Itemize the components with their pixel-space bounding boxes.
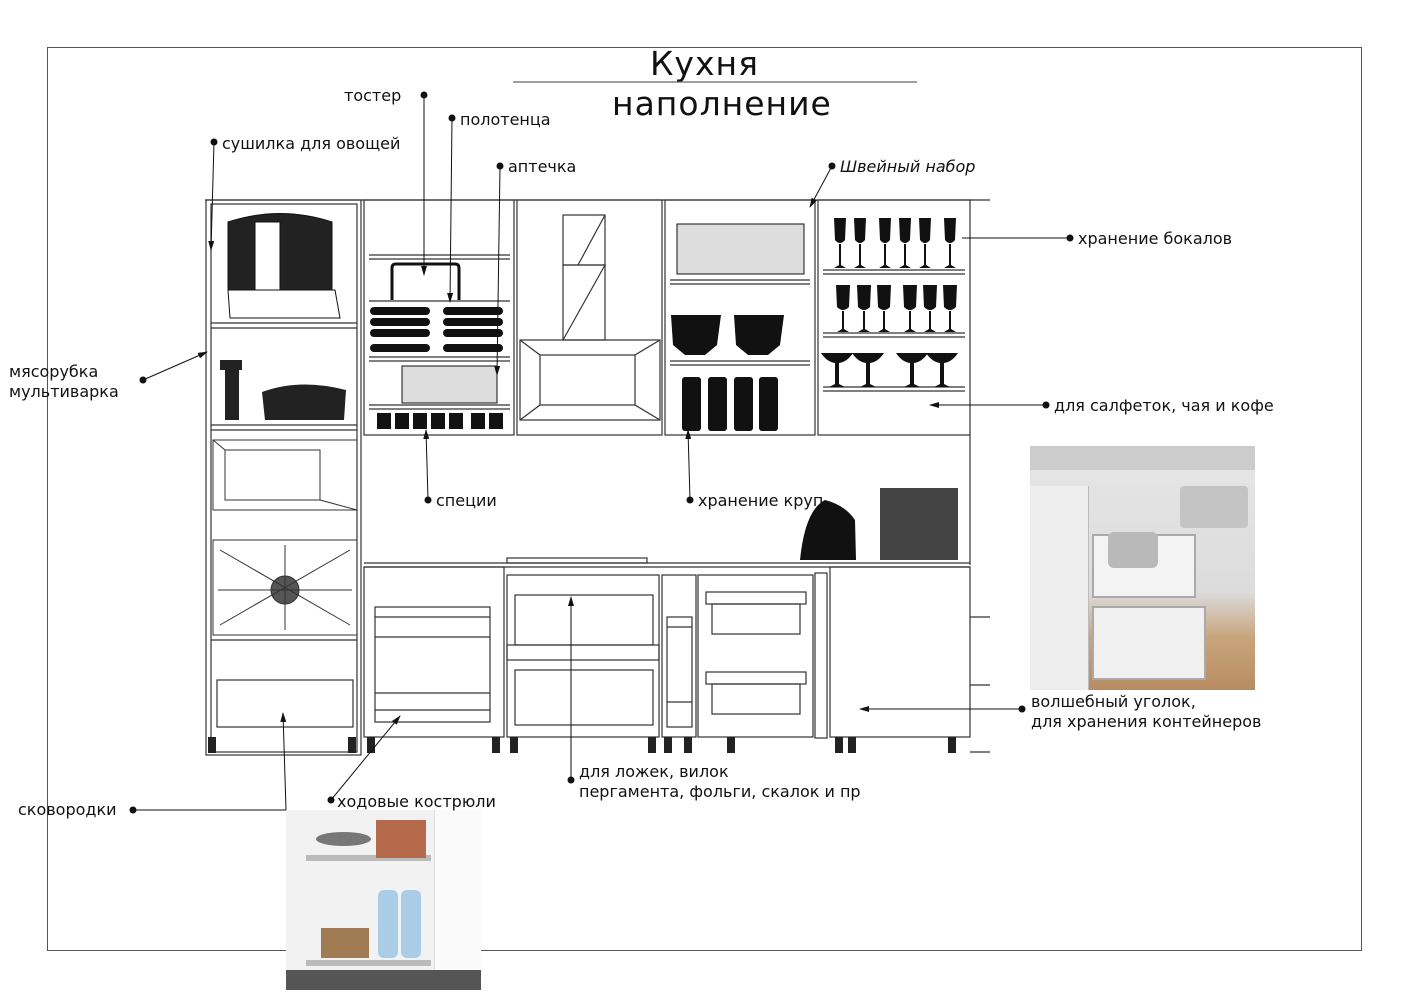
upper-cabinet-2 (363, 199, 515, 436)
label-meat-grinder: мясорубка (9, 362, 99, 381)
label-napkins-tea: для салфеток, чая и кофе (1054, 396, 1274, 415)
countertop-items (800, 488, 958, 560)
wine-glass (944, 218, 956, 268)
label-spices: специи (436, 491, 497, 510)
wine-glass (923, 285, 937, 332)
photo-breadbox (321, 928, 369, 958)
microwave (212, 439, 358, 511)
title-line1: Кухня (650, 44, 759, 83)
coupe-glass (852, 353, 884, 387)
photo-pots-stack (1180, 486, 1248, 528)
label-multicooker: мультиварка (9, 382, 119, 401)
wine-glass (919, 218, 931, 268)
label-glasses: хранение бокалов (1078, 229, 1233, 248)
bowls (671, 315, 784, 355)
wine-glass (877, 285, 891, 332)
label-parchment-foil: пергамента, фольги, скалок и пр (579, 782, 861, 801)
photo-boxes (376, 820, 426, 858)
meat-grinder (220, 360, 242, 420)
vegetable-dryer (227, 213, 341, 319)
magic-corner-photo (1030, 446, 1255, 690)
label-vegetable-dryer: сушилка для овощей (222, 134, 401, 153)
label-sewing-kit: Швейный набор (840, 157, 976, 176)
coupe-glass (926, 353, 958, 387)
photo-pan (316, 832, 371, 846)
spice-jars (377, 413, 503, 429)
photo-floor (286, 970, 481, 990)
wine-glasses (821, 218, 958, 387)
wine-glass (903, 285, 917, 332)
base-cabinet-narrow (661, 574, 697, 738)
label-first-aid: аптечка (508, 157, 577, 176)
label-cutlery: для ложек, вилок (579, 762, 729, 781)
upper-cabinet-3 (516, 199, 663, 436)
toaster (390, 262, 461, 300)
photo-countertop (1030, 446, 1255, 470)
cargo-pullout-photo (286, 810, 481, 990)
coupe-glass (821, 353, 853, 387)
label-pans: сковородки (18, 800, 117, 819)
photo-bottle (378, 890, 398, 958)
wine-glass (854, 218, 866, 268)
wine-glass (857, 285, 871, 332)
photo-bottle (401, 890, 421, 958)
base-cabinet-1 (363, 566, 505, 738)
towels (370, 307, 503, 352)
base-cabinet-baskets (697, 574, 814, 738)
label-pots: ходовые кострюли (337, 792, 496, 811)
photo-door (1030, 486, 1089, 690)
label-toaster: тостер (344, 86, 402, 105)
base-cabinet-drawers (506, 574, 660, 738)
grain-jars (682, 377, 778, 431)
oven (212, 539, 358, 636)
first-aid-basket (401, 365, 498, 404)
coupe-glass (896, 353, 928, 387)
wine-glass (943, 285, 957, 332)
base-cabinet-corner (829, 566, 971, 738)
multicooker (262, 384, 346, 420)
photo-panel (434, 810, 481, 990)
photo-pot (1108, 532, 1158, 568)
sewing-basket (676, 223, 805, 275)
photo-shelf-bottom (306, 960, 431, 966)
upper-cabinet-glasses (817, 199, 971, 436)
label-magic-corner: волшебный уголок, (1031, 692, 1196, 711)
wine-glass (834, 218, 846, 268)
wine-glass (879, 218, 891, 268)
tall-cabinet-left (205, 199, 362, 756)
upper-cabinet-4 (664, 199, 816, 436)
label-containers: для хранения контейнеров (1031, 712, 1262, 731)
title-line2: наполнение (612, 84, 832, 123)
label-towels: полотенца (460, 110, 551, 129)
drawing-frame (47, 47, 1362, 951)
photo-shelf-top (306, 855, 431, 861)
photo-lower-tray (1092, 606, 1206, 680)
label-grains: хранение круп (698, 491, 824, 510)
wine-glass (899, 218, 911, 268)
wine-glass (836, 285, 850, 332)
